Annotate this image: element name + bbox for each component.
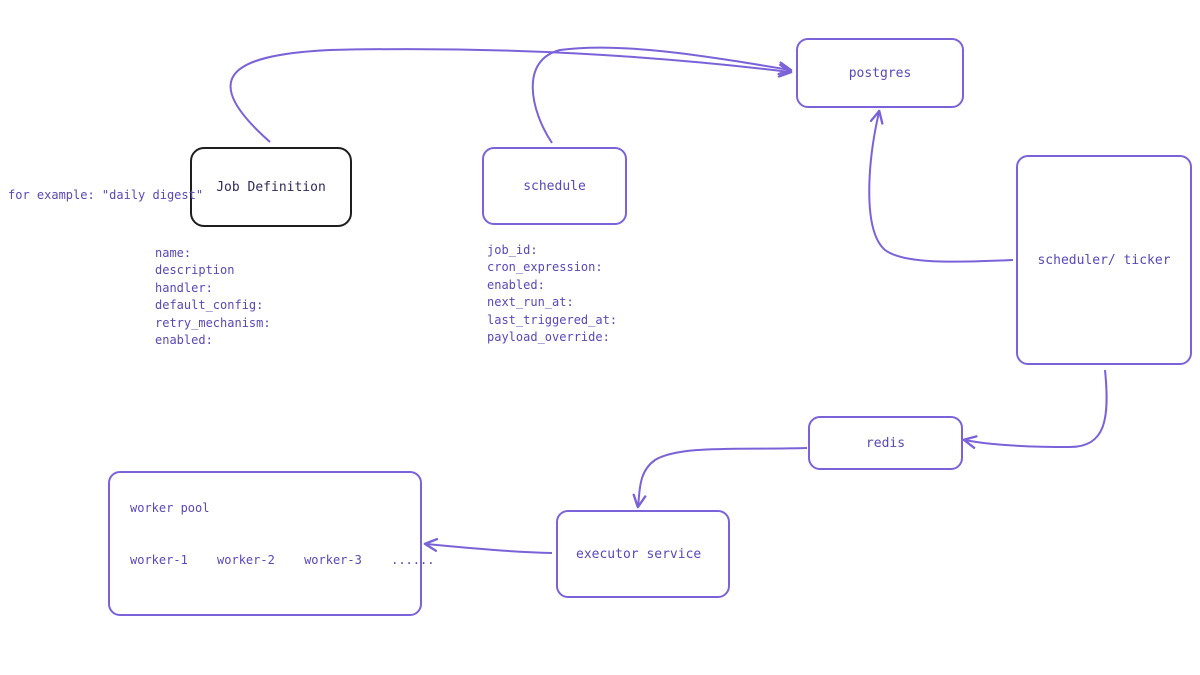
field-item: description [155,263,235,278]
field-item: cron_expression: [487,260,603,275]
arrow-executor-to-workerpool [423,537,553,554]
worker-item: worker-1 [130,553,188,567]
schedule-node[interactable]: schedule [482,147,627,225]
postgres-node[interactable]: postgres [796,38,964,108]
arrow-scheduler-to-redis [962,369,1108,449]
worker-pool-title: worker pool [130,501,210,515]
worker-item: worker-2 [217,553,275,567]
field-item: job_id: [487,243,538,257]
worker-pool-node[interactable]: worker pool worker-1 worker-2 worker-3 .… [108,471,434,616]
worker-list: worker-1 worker-2 worker-3 ...... [130,553,456,567]
redis-node[interactable]: redis [808,416,963,470]
field-item: last_triggered_at: [487,312,618,327]
field-item: payload_override: [487,330,610,345]
scheduler-ticker-node[interactable]: scheduler/ ticker [1016,155,1192,365]
job-definition-fields: name: description handler: default_confi… [155,245,271,349]
schedule-fields: job_id: cron_expression: enabled: next_r… [487,242,617,346]
postgres-label: postgres [848,65,912,81]
arrow-redis-to-executor [632,447,808,509]
arrow-schedule-to-postgres [531,46,793,144]
worker-item: ...... [391,553,435,567]
example-annotation: for example: "daily digest" [8,188,204,202]
field-item: enabled: [155,333,213,348]
field-item: enabled: [487,277,545,292]
scheduler-ticker-label: scheduler/ ticker [1037,252,1171,268]
field-item: retry_mechanism: [155,315,271,330]
executor-service-node[interactable]: executor service [556,510,730,598]
executor-service-label: executor service [576,546,702,562]
field-item: default_config: [155,298,264,313]
redis-label: redis [865,435,906,451]
worker-item: worker-3 [304,553,362,567]
field-item: handler: [155,280,213,295]
schedule-label: schedule [523,178,586,194]
arrow-scheduler-to-postgres [868,109,1014,263]
job-definition-node[interactable]: Job Definition [190,147,352,227]
field-item: name: [155,246,192,260]
field-item: next_run_at: [487,295,574,310]
job-definition-label: Job Definition [216,179,326,195]
arrow-jobdef-to-postgres [229,48,793,143]
